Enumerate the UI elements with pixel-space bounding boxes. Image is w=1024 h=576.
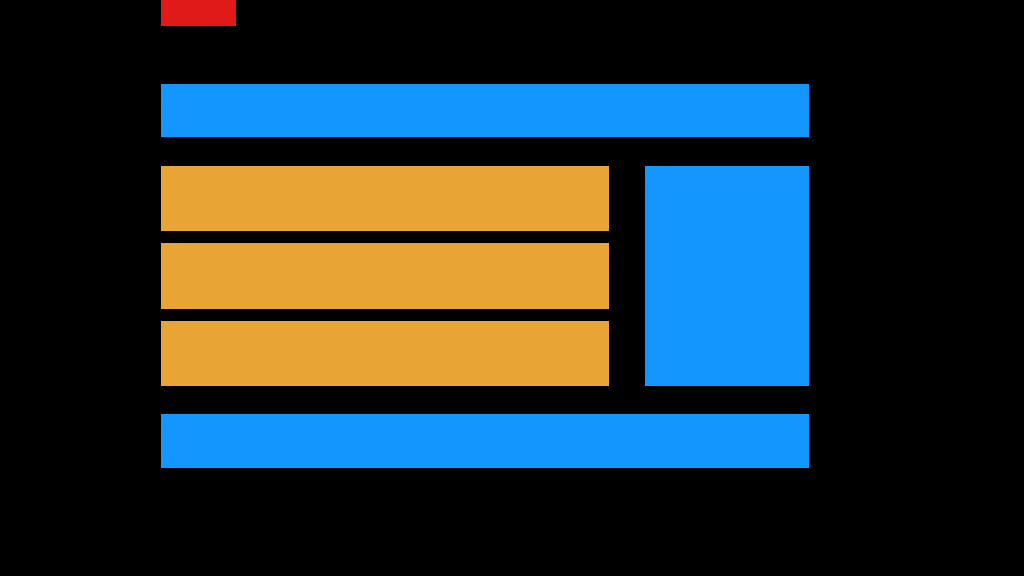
content-row-2 [161, 243, 609, 309]
side-panel [645, 166, 809, 386]
red-marker [161, 0, 236, 26]
header-bar [161, 84, 809, 137]
content-row-3 [161, 321, 609, 386]
footer-bar [161, 414, 809, 468]
content-row-1 [161, 166, 609, 231]
